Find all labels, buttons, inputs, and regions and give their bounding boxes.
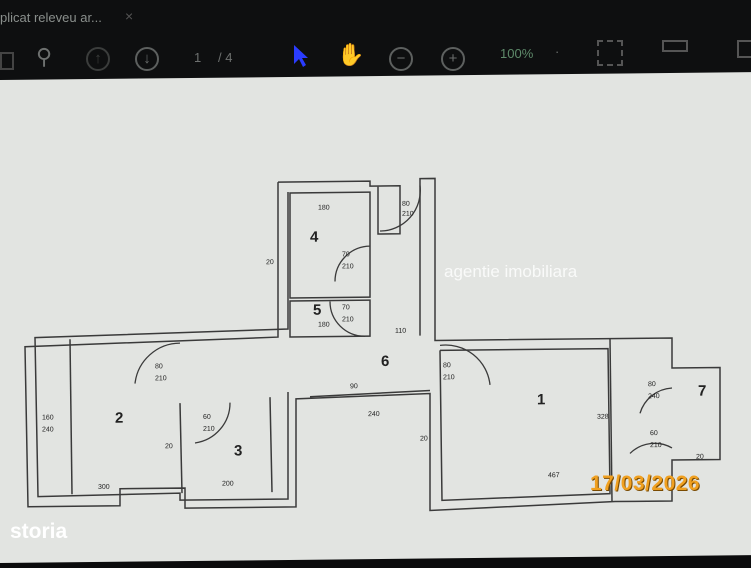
dim-label: 240: [648, 393, 660, 400]
current-page-input[interactable]: 1: [194, 50, 202, 65]
room-label-4: 4: [310, 229, 319, 246]
dim-label: 210: [342, 316, 354, 323]
dim-label: 20: [165, 443, 173, 450]
download-icon[interactable]: [662, 40, 688, 52]
dim-label: 328: [597, 414, 609, 421]
dim-label: 210: [650, 442, 662, 449]
dim-label: 300: [98, 484, 110, 491]
dim-label: 160: [42, 414, 54, 421]
dim-label: 60: [203, 414, 211, 421]
select-cursor-icon[interactable]: [292, 44, 308, 68]
room-label-5: 5: [313, 302, 321, 319]
dim-label: 20: [420, 436, 428, 443]
watermark: agentie imobiliara: [444, 262, 578, 281]
room-label-1: 1: [537, 391, 545, 408]
walls: [24, 177, 721, 512]
dim-label: 70: [342, 304, 350, 311]
dim-label: 20: [266, 259, 274, 266]
dim-label: 210: [203, 426, 215, 433]
dim-label: 80: [402, 201, 410, 208]
storia-logo: storia: [10, 520, 68, 543]
next-page-button[interactable]: ↓: [135, 47, 159, 71]
room-label-3: 3: [234, 442, 242, 459]
room-label-7: 7: [698, 383, 706, 400]
floor-plan: 4 5 6 2 3 1 7 180 20 180 110 70 210 70 2…: [24, 177, 721, 512]
dim-label: 180: [318, 205, 330, 212]
dim-label: 240: [368, 411, 380, 418]
dim-label: 90: [350, 383, 358, 390]
dim-label: 180: [318, 322, 330, 329]
fit-page-icon[interactable]: [597, 40, 623, 66]
dim-label: 467: [548, 472, 560, 479]
dim-label: 110: [395, 328, 406, 335]
date-stamp: 17/03/2026: [590, 472, 701, 495]
thumbnail-toggle-icon[interactable]: [0, 52, 14, 70]
dim-label: 210: [443, 374, 455, 381]
comment-icon[interactable]: [737, 40, 751, 58]
dim-label: 240: [42, 426, 54, 433]
zoom-out-button[interactable]: −: [389, 47, 413, 71]
dim-label: 210: [402, 211, 414, 218]
previous-page-button[interactable]: ↑: [86, 47, 110, 71]
dim-label: 200: [222, 481, 234, 488]
dim-label: 210: [342, 263, 354, 270]
pdf-page: 4 5 6 2 3 1 7 180 20 180 110 70 210 70 2…: [0, 72, 751, 564]
dim-label: 80: [155, 363, 163, 370]
chevron-down-icon[interactable]: ·: [555, 44, 560, 59]
tab-close-button[interactable]: ×: [125, 8, 134, 24]
dim-label: 210: [155, 375, 167, 382]
door-swings: [134, 185, 673, 454]
dim-label: 80: [648, 381, 656, 388]
zoom-level-select[interactable]: 100%: [500, 46, 534, 61]
dim-label: 80: [443, 362, 451, 369]
document-tab-title[interactable]: plicat releveu ar...: [0, 10, 102, 25]
hand-tool-icon[interactable]: ✋: [337, 42, 365, 67]
zoom-in-button[interactable]: +: [441, 47, 465, 71]
page-total: / 4: [218, 50, 233, 65]
room-label-6: 6: [381, 353, 389, 370]
dim-label: 60: [650, 430, 658, 437]
room-label-2: 2: [115, 410, 123, 427]
search-icon[interactable]: ⚲: [36, 44, 53, 69]
pdf-viewer-toolbar: plicat releveu ar... × ⚲ ↑ ↓ 1 / 4 ✋ − +…: [0, 0, 751, 80]
dim-label: 70: [342, 251, 350, 258]
dim-label: 20: [696, 454, 704, 461]
